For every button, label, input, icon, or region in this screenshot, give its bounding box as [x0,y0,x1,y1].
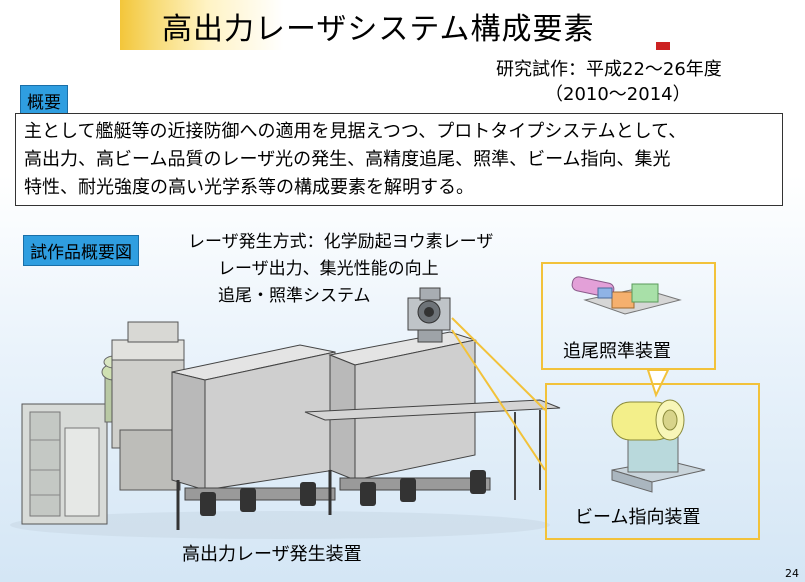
research-years: （2010～2014） [545,84,691,105]
tracking-callout [541,262,716,370]
tracking-caption: 追尾照準装置 [563,341,671,362]
generator-caption: 高出力レーザ発生装置 [182,544,362,565]
feature-laser-method: レーザ発生方式：化学励起ヨウ素レーザ [188,232,494,252]
callout-lines [451,317,670,471]
control-rack [21,403,108,525]
tracking-device-image [571,276,682,315]
diagram-label: 試作品概要図 [23,235,139,266]
tracking-turret [407,287,451,343]
title-bar [120,0,665,50]
platform [304,399,561,500]
beam-director-image [611,399,706,493]
feature-tracking: 追尾・照準システム [218,286,371,306]
laser-container-left [171,344,336,501]
feature-output: レーザ出力、集光性能の向上 [218,259,439,279]
wheels [176,470,486,530]
overview-box: 主として艦艇等の近接防御への適用を見据えつつ、プロトタイプシステムとして、 高出… [15,113,783,206]
page-number: 24 [785,567,799,580]
overview-line: 主として艦艇等の近接防御への適用を見据えつつ、プロトタイプシステムとして、 [24,121,687,142]
overview-line: 特性、耐光強度の高い光学系等の構成要素を解明する。 [24,177,474,198]
beam-caption: ビーム指向装置 [575,507,701,528]
page-title: 高出力レーザシステム構成要素 [162,12,595,47]
beam-callout [545,383,760,540]
overview-line: 高出力、高ビーム品質のレーザ光の発生、高精度追尾、照準、ビーム指向、集光 [24,149,671,170]
research-period: 研究試作：平成22～26年度 [496,59,722,80]
red-marker [656,42,670,50]
